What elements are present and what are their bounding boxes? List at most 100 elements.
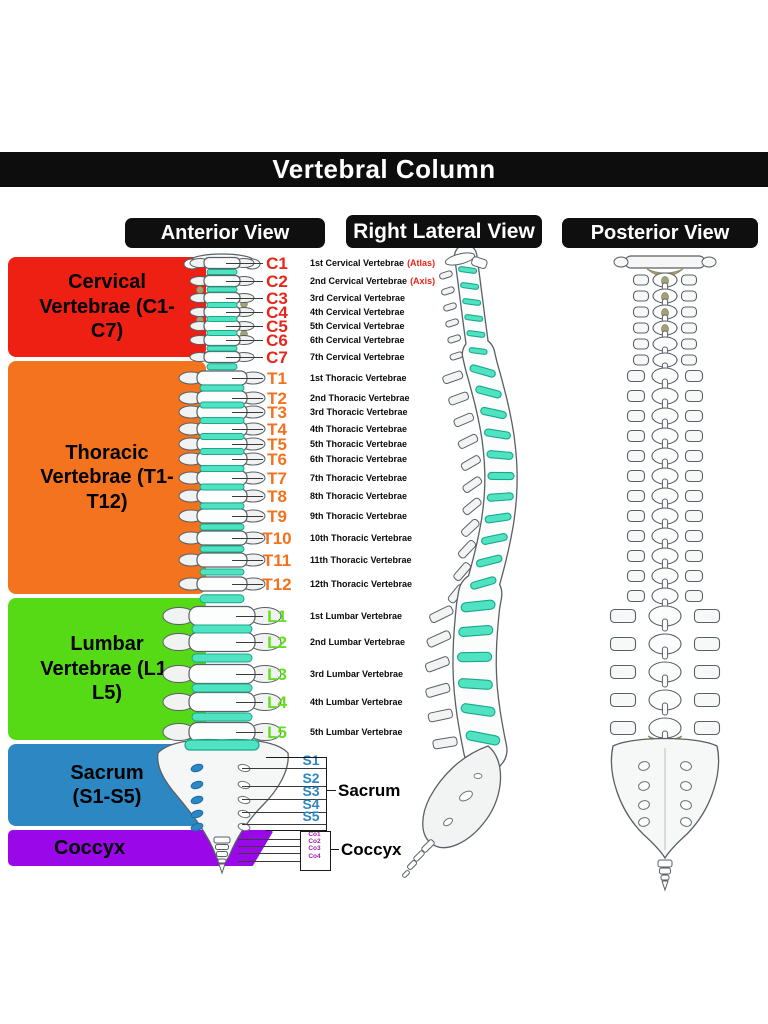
vertebra-description-T11: 11th Thoracic Vertebrae (310, 554, 412, 565)
vertebra-code-T11: T11 (262, 550, 292, 570)
leader-line-S3 (242, 799, 326, 800)
vertebra-code-T2: T2 (267, 388, 287, 408)
vertebra-description-T7: 7th Thoracic Vertebrae (310, 472, 408, 483)
vertebra-description-text: 9th Thoracic Vertebrae (310, 510, 408, 521)
vertebra-code-T1: T1 (267, 368, 287, 388)
region-band-cervical: Cervical Vertebrae (C1-C7) (8, 257, 206, 357)
leader-line-T10 (232, 538, 263, 539)
vertebra-description-C7: 7th Cervical Vertebrae (310, 351, 405, 362)
vertebra-description-text: 3rd Lumbar Vertebrae (310, 668, 404, 679)
leader-line-Co3 (238, 853, 300, 854)
vertebra-description-text: 10th Thoracic Vertebrae (310, 532, 413, 543)
region-band-thoracic: Thoracic Vertebrae (T1-T12) (8, 361, 206, 594)
coccyx-label-box (300, 831, 331, 871)
page-title: Vertebral Column (272, 154, 496, 184)
anterior-view-header: Anterior View (125, 218, 325, 248)
title-bar: Vertebral Column (0, 152, 768, 187)
vertebra-description-text: 7th Thoracic Vertebrae (310, 472, 408, 483)
region-band-lumbar: Lumbar Vertebrae (L1-L5) (8, 598, 206, 740)
vertebra-description-C3: 3rd Cervical Vertebrae (310, 293, 405, 303)
vertebra-code-T5: T5 (267, 434, 287, 454)
vertebra-description-T4: 4th Thoracic Vertebrae (310, 423, 408, 434)
vertebra-code-L3: L3 (267, 664, 287, 684)
vertebra-code-C5: C5 (266, 316, 288, 336)
vertebra-code-S4: S4 (302, 796, 320, 812)
vertebra-description-text: 5th Lumbar Vertebrae (310, 726, 403, 737)
vertebra-description-L4: 4th Lumbar Vertebrae (310, 697, 403, 707)
vertebra-description-T3: 3rd Thoracic Vertebrae (310, 407, 408, 417)
leader-line-T12 (232, 584, 263, 585)
vertebra-description-text: 7th Cervical Vertebrae (310, 351, 405, 362)
leader-line-S1 (242, 768, 326, 769)
region-band-coccyx-label: Coccyx (54, 836, 126, 859)
vertebra-code-S1: S1 (302, 752, 320, 768)
vertebra-note: (Atlas) (407, 257, 436, 268)
vertebra-code-T9: T9 (267, 506, 287, 526)
right-lateral-spine-illustration (402, 248, 518, 878)
leader-line-T9 (232, 516, 263, 517)
leader-line-T7 (232, 478, 263, 479)
anterior-view-header-label: Anterior View (160, 221, 290, 244)
vertebra-code-T6: T6 (267, 449, 287, 469)
leader-line-T6 (232, 459, 263, 460)
posterior-view-header-label: Posterior View (590, 221, 730, 244)
leader-line-T5 (232, 444, 263, 445)
leader-line-L2 (236, 642, 263, 643)
vertebra-description-text: 12th Thoracic Vertebrae (310, 578, 413, 589)
vertebra-code-T3: T3 (267, 402, 287, 422)
vertebra-code-L4: L4 (267, 692, 287, 712)
vertebra-code-Co3: Co3 (308, 844, 321, 852)
vertebra-code-S2: S2 (302, 770, 320, 786)
vertebra-description-text: 4th Cervical Vertebrae (310, 306, 405, 317)
coccyx-bracket-tick (330, 849, 339, 850)
vertebra-description-T8: 8th Thoracic Vertebrae (310, 491, 407, 501)
vertebra-description-T2: 2nd Thoracic Vertebrae (310, 392, 410, 403)
vertebra-description-L2: 2nd Lumbar Vertebrae (310, 636, 406, 647)
leader-line-T3 (232, 412, 263, 413)
vertebra-code-Co1: Co1 (308, 830, 321, 838)
vertebra-description-text: 6th Cervical Vertebrae (310, 334, 405, 345)
leader-line-C6 (226, 340, 263, 341)
leader-line-Co4 (238, 861, 300, 862)
coccyx-group-label: Coccyx (341, 840, 402, 859)
vertebra-code-L2: L2 (267, 632, 287, 652)
vertebra-description-text: 2nd Cervical Vertebrae (310, 275, 408, 286)
right-lateral-view-header-label: Right Lateral View (353, 219, 535, 243)
vertebra-description-text: 11th Thoracic Vertebrae (310, 554, 412, 565)
vertebra-description-text: 4th Thoracic Vertebrae (310, 423, 408, 434)
vertebra-description-C1: 1st Cervical Vertebrae(Atlas) (310, 257, 436, 268)
vertebra-description-T6: 6th Thoracic Vertebrae (310, 453, 408, 464)
region-band-cervical-label: Cervical Vertebrae (C1-C7) (39, 271, 175, 343)
leader-line-C2 (226, 281, 263, 282)
vertebra-code-T8: T8 (267, 486, 287, 506)
vertebra-description-C6: 6th Cervical Vertebrae (310, 334, 405, 345)
leader-line-S5 (242, 824, 326, 825)
leader-line-S2 (242, 786, 326, 787)
vertebra-description-T1: 1st Thoracic Vertebrae (310, 372, 407, 383)
vertebra-description-text: 2nd Lumbar Vertebrae (310, 636, 406, 647)
leader-line-L3 (236, 674, 263, 675)
vertebra-description-text: 1st Thoracic Vertebrae (310, 372, 407, 383)
vertebra-description-text: 2nd Thoracic Vertebrae (310, 392, 410, 403)
region-band-lumbar-label: Lumbar Vertebrae (L1-L5) (40, 633, 174, 705)
region-band-thoracic-label: Thoracic Vertebrae (T1-T12) (40, 441, 174, 513)
region-band-sacrum-label: Sacrum (S1-S5) (70, 761, 144, 808)
vertebra-code-Co4: Co4 (308, 852, 321, 860)
sacrum-bracket (266, 757, 327, 831)
vertebra-description-L5: 5th Lumbar Vertebrae (310, 726, 403, 737)
vertebra-code-C4: C4 (266, 302, 288, 322)
vertebra-description-T5: 5th Thoracic Vertebrae (310, 438, 408, 449)
vertebra-code-Co2: Co2 (308, 837, 321, 845)
vertebra-description-C2: 2nd Cervical Vertebrae(Axis) (310, 275, 435, 286)
leader-line-S4 (242, 812, 326, 813)
vertebra-description-text: 6th Thoracic Vertebrae (310, 453, 408, 464)
vertebra-description-text: 5th Thoracic Vertebrae (310, 438, 408, 449)
vertebra-code-C6: C6 (266, 330, 288, 350)
vertebra-description-text: 1st Lumbar Vertebrae (310, 610, 403, 621)
leader-line-C1 (226, 263, 263, 264)
vertebra-code-T4: T4 (267, 419, 287, 439)
vertebra-description-C4: 4th Cervical Vertebrae (310, 306, 405, 317)
vertebra-description-C5: 5th Cervical Vertebrae (310, 321, 405, 331)
vertebra-code-T12: T12 (262, 574, 292, 594)
